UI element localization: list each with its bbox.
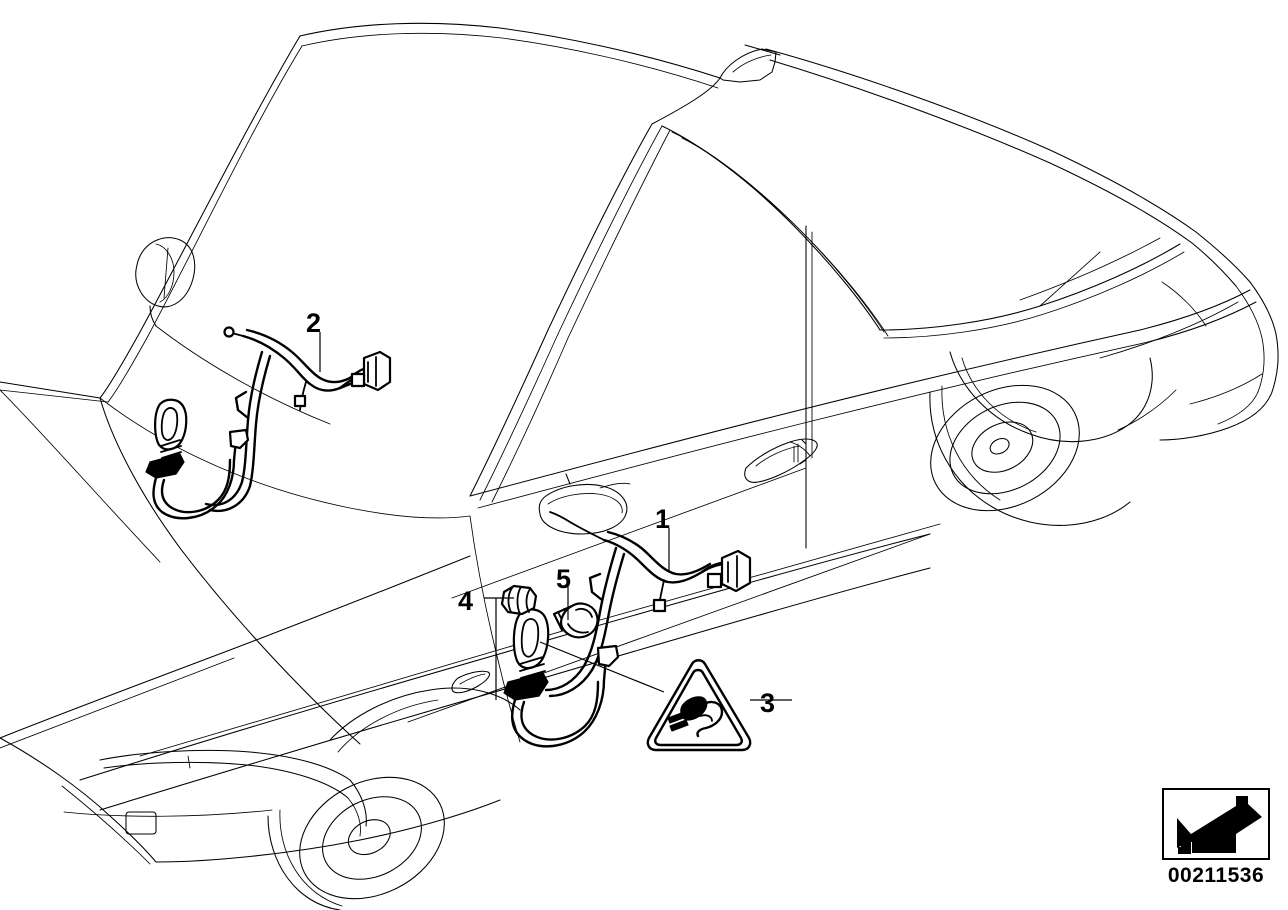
front-wheel-icon bbox=[299, 776, 445, 900]
diagram-id-number: 00211536 bbox=[1167, 864, 1265, 887]
left-mirror-icon bbox=[135, 237, 196, 327]
diagram-stamp-box bbox=[1162, 788, 1270, 860]
callout-number-2: 2 bbox=[306, 308, 321, 338]
callout-number-5: 5 bbox=[556, 564, 571, 594]
roof-antenna-fin-icon bbox=[719, 44, 781, 83]
harness-2-connector bbox=[350, 350, 392, 392]
harness-2-grommet bbox=[145, 398, 250, 520]
grommet-sleeve-icon bbox=[500, 584, 538, 616]
harness-1-grommet bbox=[503, 608, 620, 748]
side-marker-icon bbox=[451, 670, 491, 694]
callout-number-1: 1 bbox=[655, 504, 670, 534]
callout-number-3: 3 bbox=[760, 688, 775, 718]
harness-1-connector bbox=[706, 549, 752, 593]
leader-3-guide bbox=[539, 641, 665, 693]
harness-2-cable bbox=[204, 326, 392, 513]
side-mirror-icon bbox=[538, 473, 631, 535]
rear-wheel-icon bbox=[930, 384, 1080, 512]
screw-icon bbox=[552, 602, 599, 639]
door-handle-icon bbox=[744, 438, 818, 483]
bent-arrow-icon bbox=[1177, 796, 1262, 854]
harness-1-cable bbox=[544, 511, 750, 698]
warning-triangle-icon bbox=[646, 659, 752, 752]
front-headlight-icon bbox=[99, 749, 367, 837]
callout-number-4: 4 bbox=[458, 586, 473, 616]
